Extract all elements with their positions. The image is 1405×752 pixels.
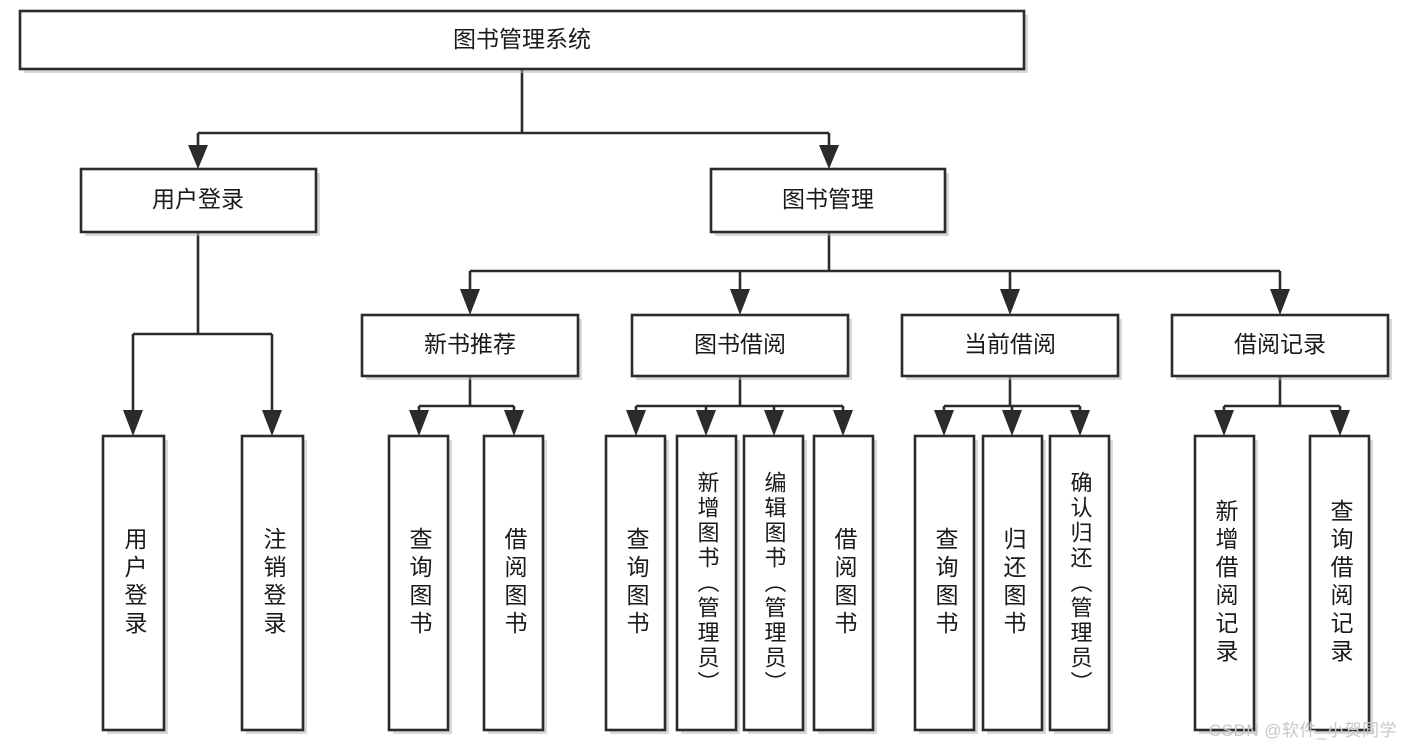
node-book-manage[interactable]: 图书管理 — [709, 167, 949, 236]
node-leaf-query-book-3-textwrap: 查询图书 — [932, 527, 958, 639]
arrowhead-leaf-query-book-3 — [934, 410, 954, 436]
node-leaf-query-book-1-textwrap: 查询图书 — [406, 527, 432, 639]
node-leaf-add-record-label: 新增借阅记录 — [1212, 499, 1238, 667]
arrowhead-leaf-add-record — [1214, 410, 1234, 436]
node-leaf-borrow-book-1[interactable]: 借阅图书 — [482, 434, 547, 734]
node-leaf-add-book[interactable]: 新增图书（管理员） — [675, 434, 740, 734]
node-leaf-add-record[interactable]: 新增借阅记录 — [1193, 434, 1258, 734]
arrowhead-book-borrow — [730, 289, 750, 315]
node-leaf-return-book-textwrap: 归还图书 — [1000, 527, 1026, 639]
node-leaf-query-record-box — [1308, 434, 1371, 732]
node-leaf-return-book[interactable]: 归还图书 — [981, 434, 1046, 734]
arrowhead-book-manage — [819, 145, 839, 169]
arrowhead-user-login — [188, 145, 208, 169]
node-leaf-borrow-book-1-box — [482, 434, 545, 732]
node-leaf-confirm-return-label: 确认归还（管理员） — [1067, 470, 1093, 696]
node-leaf-logout-label: 注销登录 — [260, 527, 286, 639]
node-current-borrow[interactable]: 当前借阅 — [900, 313, 1122, 380]
node-book-borrow-box — [630, 313, 850, 378]
node-leaf-edit-book-box — [742, 434, 805, 732]
node-leaf-query-book-3[interactable]: 查询图书 — [913, 434, 978, 734]
node-leaf-user-login[interactable]: 用户登录 — [101, 434, 168, 734]
node-leaf-edit-book-label: 编辑图书（管理员） — [761, 470, 787, 696]
node-leaf-confirm-return-textwrap: 确认归还（管理员） — [1067, 470, 1093, 696]
node-leaf-logout-textwrap: 注销登录 — [260, 527, 286, 639]
node-new-book-rec[interactable]: 新书推荐 — [360, 313, 582, 380]
node-leaf-user-login-box — [101, 434, 166, 732]
node-leaf-query-book-2-box — [604, 434, 667, 732]
node-leaf-query-book-2-label: 查询图书 — [623, 527, 649, 639]
arrowhead-leaf-query-book-2 — [626, 410, 646, 436]
node-new-book-rec-label: 新书推荐 — [424, 331, 516, 357]
node-book-borrow[interactable]: 图书借阅 — [630, 313, 852, 380]
node-leaf-confirm-return[interactable]: 确认归还（管理员） — [1048, 434, 1113, 734]
arrowhead-leaf-borrow-book-1 — [504, 410, 524, 436]
node-leaf-logout-box — [240, 434, 305, 732]
node-leaf-add-record-textwrap: 新增借阅记录 — [1212, 499, 1238, 667]
node-root[interactable]: 图书管理系统 — [18, 9, 1028, 73]
node-leaf-add-book-box — [675, 434, 738, 732]
node-leaf-borrow-book-2-textwrap: 借阅图书 — [831, 527, 857, 639]
node-book-manage-label: 图书管理 — [782, 186, 874, 212]
node-root-box — [18, 9, 1026, 71]
node-current-borrow-label: 当前借阅 — [964, 331, 1056, 357]
node-leaf-borrow-book-2[interactable]: 借阅图书 — [812, 434, 877, 734]
node-leaf-query-book-1[interactable]: 查询图书 — [387, 434, 452, 734]
node-leaf-return-book-label: 归还图书 — [1000, 527, 1026, 639]
node-leaf-user-login-textwrap: 用户登录 — [121, 527, 147, 639]
node-layer: 图书管理系统 用户登录 图书管理 新书推荐 — [18, 9, 1392, 734]
arrowhead-borrow-record — [1270, 289, 1290, 315]
node-leaf-edit-book[interactable]: 编辑图书（管理员） — [742, 434, 807, 734]
node-leaf-query-book-2-textwrap: 查询图书 — [623, 527, 649, 639]
node-user-login-label: 用户登录 — [152, 186, 244, 212]
node-leaf-query-book-2[interactable]: 查询图书 — [604, 434, 669, 734]
node-book-manage-box — [709, 167, 947, 234]
node-borrow-record[interactable]: 借阅记录 — [1170, 313, 1392, 380]
node-leaf-return-book-box — [981, 434, 1044, 732]
node-user-login-box — [79, 167, 318, 234]
node-root-label: 图书管理系统 — [453, 26, 591, 52]
node-borrow-record-label: 借阅记录 — [1234, 331, 1326, 357]
arrowhead-leaf-edit-book — [764, 410, 784, 436]
node-current-borrow-box — [900, 313, 1120, 378]
node-new-book-rec-box — [360, 313, 580, 378]
connector-layer — [123, 69, 1350, 436]
arrowhead-new-book-rec — [460, 289, 480, 315]
node-leaf-query-book-1-box — [387, 434, 450, 732]
node-leaf-add-record-box — [1193, 434, 1256, 732]
arrowhead-current-borrow — [1000, 289, 1020, 315]
node-user-login[interactable]: 用户登录 — [79, 167, 320, 236]
node-leaf-edit-book-textwrap: 编辑图书（管理员） — [761, 470, 787, 696]
node-leaf-confirm-return-box — [1048, 434, 1111, 732]
arrowhead-leaf-query-record — [1330, 410, 1350, 436]
node-leaf-borrow-book-2-label: 借阅图书 — [831, 527, 857, 639]
arrowhead-leaf-borrow-book-2 — [833, 410, 853, 436]
arrowhead-leaf-user-login — [123, 410, 143, 436]
arrowhead-leaf-logout — [262, 410, 282, 436]
node-leaf-query-record-label: 查询借阅记录 — [1327, 499, 1353, 667]
node-leaf-user-login-label: 用户登录 — [121, 527, 147, 639]
node-borrow-record-box — [1170, 313, 1390, 378]
arrowhead-leaf-return-book — [1002, 410, 1022, 436]
node-leaf-borrow-book-2-box — [812, 434, 875, 732]
arrowhead-leaf-query-book-1 — [409, 410, 429, 436]
node-leaf-query-book-1-label: 查询图书 — [406, 527, 432, 639]
node-leaf-query-record-textwrap: 查询借阅记录 — [1327, 499, 1353, 667]
node-leaf-query-record[interactable]: 查询借阅记录 — [1308, 434, 1373, 734]
arrowhead-leaf-add-book — [696, 410, 716, 436]
node-leaf-borrow-book-1-textwrap: 借阅图书 — [501, 527, 527, 639]
node-book-borrow-label: 图书借阅 — [694, 331, 786, 357]
node-leaf-borrow-book-1-label: 借阅图书 — [501, 527, 527, 639]
node-leaf-add-book-label: 新增图书（管理员） — [694, 470, 720, 696]
node-leaf-add-book-textwrap: 新增图书（管理员） — [694, 470, 720, 696]
node-leaf-logout[interactable]: 注销登录 — [240, 434, 307, 734]
csdn-watermark: CSDN @软件_小贺同学 — [1208, 721, 1397, 740]
node-leaf-query-book-3-label: 查询图书 — [932, 527, 958, 639]
node-leaf-query-book-3-box — [913, 434, 976, 732]
arrowhead-leaf-confirm-return — [1070, 410, 1090, 436]
